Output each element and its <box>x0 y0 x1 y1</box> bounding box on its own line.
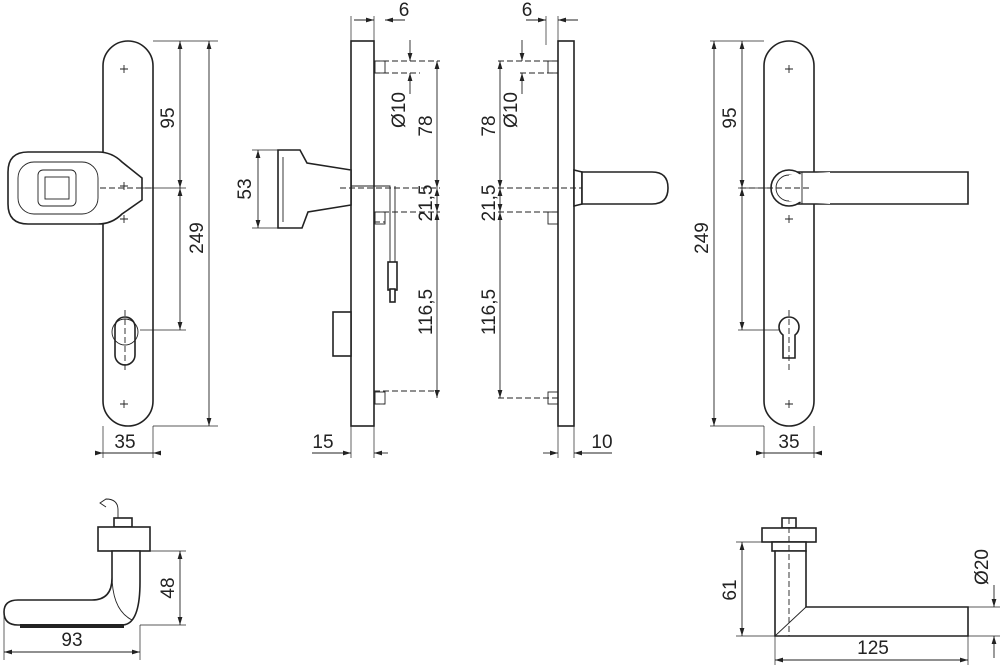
dim-side-left-middle: 21,5 <box>416 185 437 222</box>
bottom-view-right: 61 Ø20 125 <box>720 517 1000 665</box>
screw-mark <box>120 400 128 408</box>
dim-bottom-right-diameter: Ø20 <box>972 549 993 585</box>
screw-hidden <box>547 60 559 74</box>
side-handle-lever <box>581 171 669 205</box>
side-scanner-block <box>277 149 352 229</box>
scanner-sensor <box>44 176 70 200</box>
bottom-left-cable <box>99 498 119 527</box>
dim-bottom-left-height: 48 <box>158 577 179 598</box>
screw-hidden <box>374 391 386 405</box>
screw-mark <box>120 182 128 190</box>
bottom-left-base-shadow <box>20 624 124 628</box>
left-front-plate <box>102 40 154 427</box>
dim-front-right-total: 249 <box>692 222 713 254</box>
screw-hidden <box>374 60 386 74</box>
dim-front-left-total: 249 <box>187 222 208 254</box>
dim-side-left-upper: 78 <box>416 115 437 136</box>
front-view-right: 95 249 35 <box>692 40 969 458</box>
dim-side-right-bore: Ø10 <box>501 92 522 128</box>
side-view-right: 6 Ø10 78 21,5 116,5 10 <box>479 0 669 458</box>
dim-side-left-offset: 6 <box>399 0 410 21</box>
screw-mark <box>120 65 128 73</box>
dim-side-left-lower: 116,5 <box>416 289 437 335</box>
dim-front-right-upper: 95 <box>720 107 741 128</box>
screw-mark <box>785 215 793 223</box>
cable <box>351 185 396 264</box>
screw-hidden <box>547 211 559 225</box>
dim-front-left-upper: 95 <box>158 107 179 128</box>
dim-side-left-scanner: 53 <box>235 178 256 199</box>
bottom-left-lever <box>3 550 141 626</box>
dim-side-right-upper: 78 <box>479 115 500 136</box>
dim-front-right-width: 35 <box>778 432 799 453</box>
scanner-window <box>37 169 77 207</box>
bottom-right-lever <box>774 550 969 637</box>
bottom-view-left: 48 93 <box>3 498 186 660</box>
left-side-plate <box>350 40 375 427</box>
screw-mark <box>120 215 128 223</box>
front-view-left: 95 249 35 <box>7 40 218 458</box>
dim-side-right-middle: 21,5 <box>479 185 500 222</box>
dim-bottom-left-length: 93 <box>61 630 82 651</box>
side-latch <box>332 311 352 357</box>
dim-bottom-right-height: 61 <box>720 579 741 600</box>
right-side-plate <box>557 40 575 427</box>
dim-side-left-bore: Ø10 <box>389 92 410 128</box>
side-view-left: 6 Ø10 78 21,5 116,5 53 15 <box>235 0 440 458</box>
screw-mark <box>785 65 793 73</box>
cable-plug <box>389 288 396 303</box>
lever-neck <box>789 172 830 204</box>
dim-side-left-depth: 15 <box>312 432 333 453</box>
scanner-inner-frame <box>17 161 99 215</box>
screw-hidden <box>374 211 386 225</box>
dim-side-right-offset: 6 <box>522 0 533 21</box>
screw-hidden <box>547 391 559 405</box>
bottom-left-cable-plug <box>113 517 133 528</box>
cable-connector <box>387 261 398 291</box>
bottom-left-rose <box>97 526 151 552</box>
dim-side-right-lower: 116,5 <box>479 289 500 335</box>
dim-front-left-width: 35 <box>114 432 135 453</box>
dim-bottom-right-length: 125 <box>857 638 889 659</box>
screw-mark <box>785 400 793 408</box>
dim-side-right-depth: 10 <box>591 432 612 453</box>
